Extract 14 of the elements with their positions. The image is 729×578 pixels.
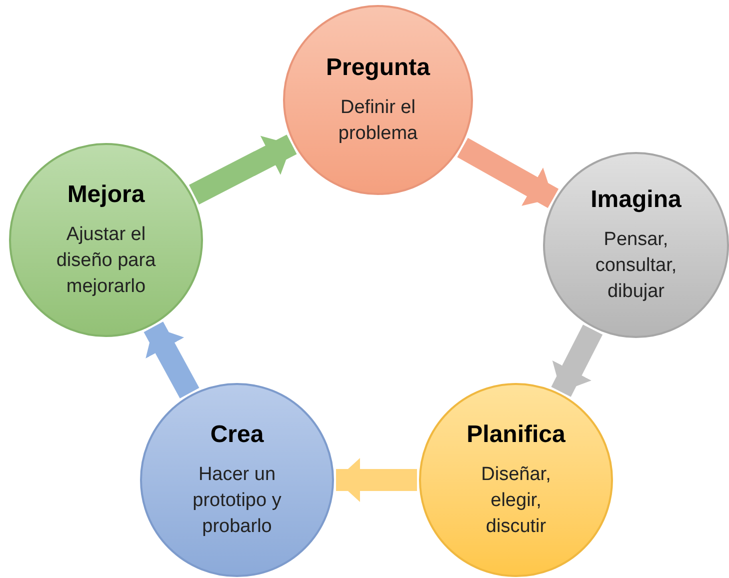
block-arrow [336,458,417,502]
block-arrow [551,324,603,397]
step-description: Hacer un prototipo y probarlo [192,462,282,540]
step-description: Definir el problema [337,96,419,146]
block-arrow [457,138,559,208]
step-title: Mejora [67,180,145,210]
step-description: Diseñar, elegir, discutir [480,462,552,540]
step-title: Crea [210,420,264,450]
step-title: Planifica [466,420,566,450]
step-description: Pensar, consultar, dibujar [594,228,678,304]
step-description: Ajustar el diseño para mejorarlo [55,222,157,300]
step-title: Pregunta [326,52,430,83]
block-arrow [188,134,297,204]
step-title: Imagina [590,184,682,215]
